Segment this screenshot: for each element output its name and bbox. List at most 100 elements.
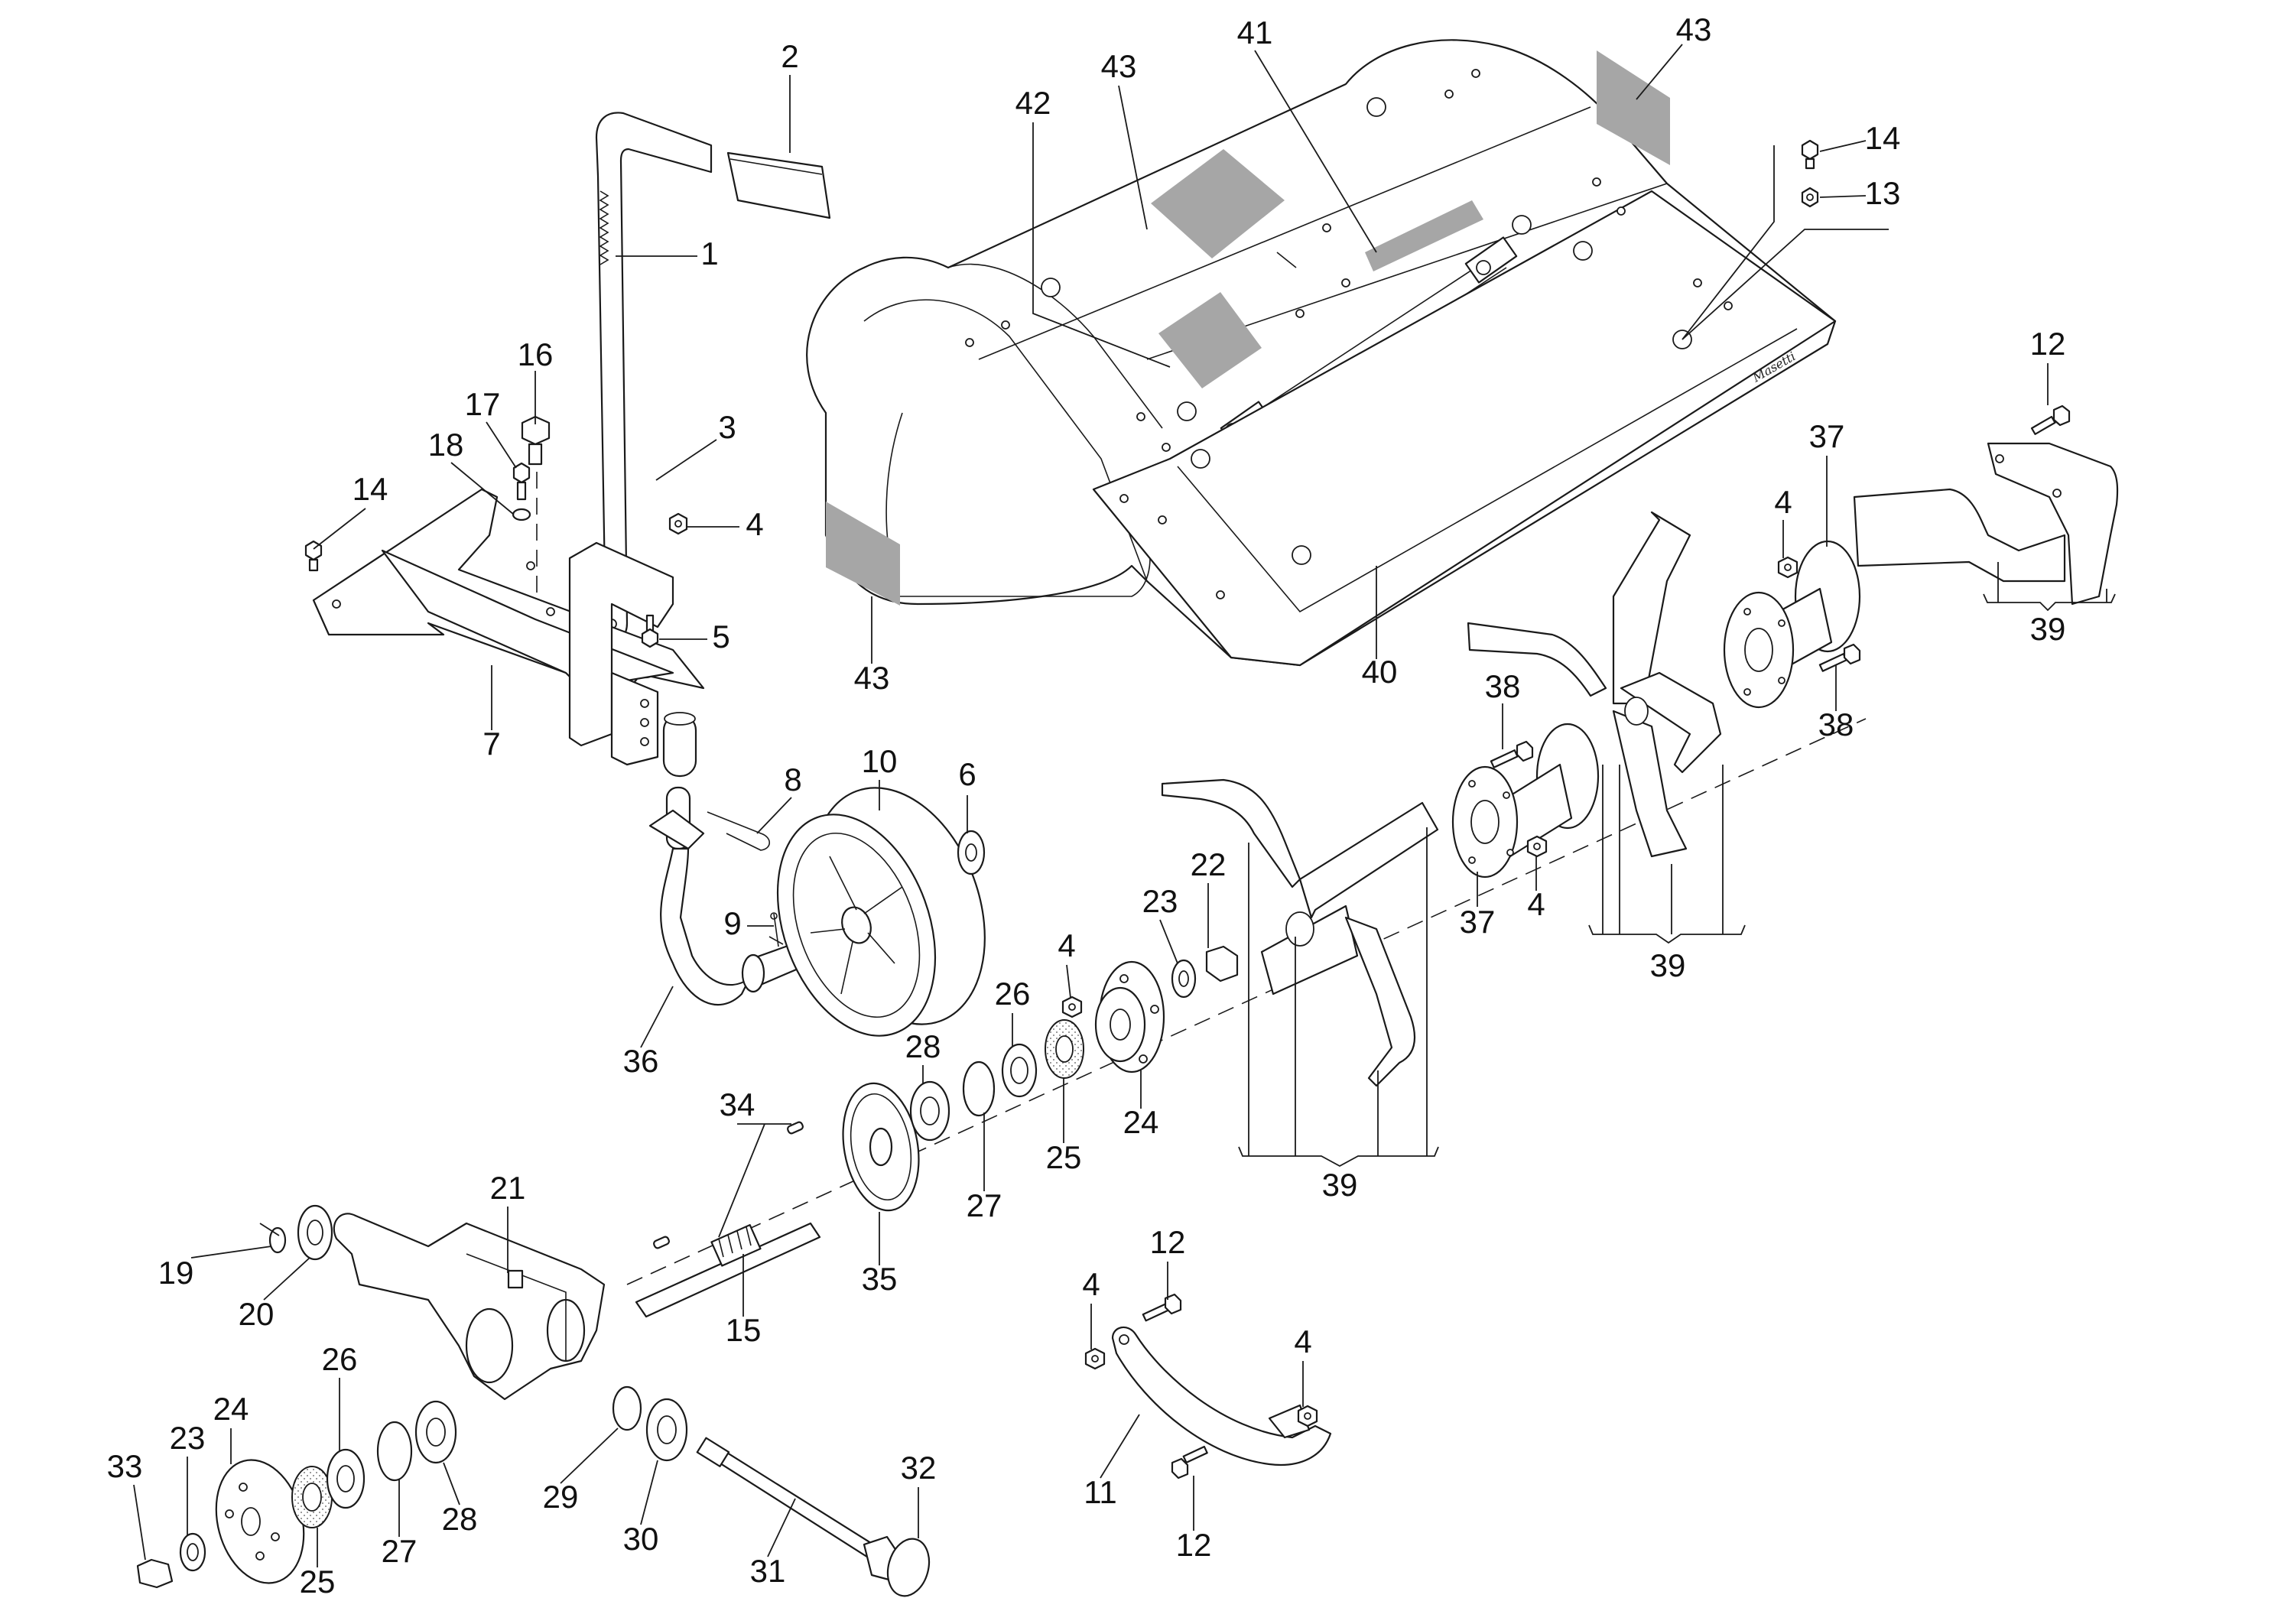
callout-1: 1 bbox=[700, 235, 718, 271]
callout-25-upper: 25 bbox=[1046, 1139, 1082, 1175]
flat-washer-23-upper-hole bbox=[1178, 970, 1189, 987]
callout-4: 4 bbox=[746, 506, 763, 542]
callout-25-lower: 25 bbox=[300, 1564, 336, 1600]
callout-14-right: 14 bbox=[1865, 120, 1901, 156]
callout-24-upper: 24 bbox=[1123, 1104, 1159, 1140]
shoulder-bolt-5 bbox=[641, 614, 659, 648]
hex-bolt-12-stake-bottom bbox=[1171, 1445, 1208, 1479]
bushing-29 bbox=[612, 1385, 642, 1431]
callout-9: 9 bbox=[723, 905, 741, 941]
callout-33: 33 bbox=[107, 1448, 143, 1484]
callout-23-upper: 23 bbox=[1142, 883, 1178, 919]
wheel-washer-6-hole bbox=[965, 843, 977, 862]
hex-bolt-12-far-right bbox=[2030, 404, 2071, 435]
flange-nut-4-stake-right bbox=[1297, 1405, 1318, 1427]
handle-grip bbox=[726, 151, 831, 219]
gearbox-housing bbox=[333, 1213, 606, 1401]
callout-4-right-tube: 4 bbox=[1774, 484, 1792, 520]
small-bolt-17 bbox=[512, 462, 531, 501]
callout-37-right: 37 bbox=[1809, 418, 1845, 454]
tine-bolt-38-right bbox=[1818, 643, 1861, 672]
decal-43-top-right bbox=[1597, 50, 1670, 165]
callout-38-right: 38 bbox=[1818, 706, 1854, 742]
callout-14-left: 14 bbox=[353, 471, 388, 507]
callout-15: 15 bbox=[726, 1312, 762, 1348]
callout-4-stake-right: 4 bbox=[1294, 1324, 1311, 1359]
rotor-axis bbox=[626, 718, 1867, 1285]
callout-17: 17 bbox=[465, 386, 501, 422]
cap-32 bbox=[886, 1538, 931, 1597]
callout-2: 2 bbox=[781, 38, 798, 74]
callout-4-stake-left: 4 bbox=[1082, 1266, 1100, 1302]
washer-18 bbox=[512, 508, 531, 521]
flange-nut-4-right-tube bbox=[1777, 556, 1798, 579]
callout-26-upper: 26 bbox=[995, 976, 1031, 1012]
callout-38-left: 38 bbox=[1485, 668, 1521, 704]
callout-27-lower: 27 bbox=[382, 1533, 418, 1569]
bevel-gear bbox=[842, 1082, 920, 1212]
callout-13: 13 bbox=[1865, 175, 1901, 211]
callout-39-far-right: 39 bbox=[2030, 611, 2066, 647]
ball-bearing-28-lower-bore bbox=[426, 1418, 446, 1447]
depth-wheel bbox=[776, 787, 986, 1037]
callout-22: 22 bbox=[1191, 846, 1227, 882]
callout-43-top: 43 bbox=[1101, 48, 1137, 84]
callout-28-lower: 28 bbox=[442, 1501, 478, 1537]
flat-washer-23-lower-hole bbox=[187, 1543, 199, 1561]
rear-flap bbox=[1092, 190, 1837, 667]
hair-pin-clip bbox=[707, 811, 771, 851]
cotter-pin bbox=[768, 912, 784, 947]
callout-16: 16 bbox=[518, 336, 554, 372]
callout-35: 35 bbox=[862, 1261, 898, 1297]
callout-18: 18 bbox=[428, 427, 464, 463]
callout-4-hub: 4 bbox=[1058, 927, 1075, 963]
callout-21: 21 bbox=[490, 1170, 526, 1206]
felt-seal-25-lower-bore bbox=[302, 1483, 322, 1512]
callout-29: 29 bbox=[543, 1479, 579, 1515]
tine-bolt-38-left bbox=[1490, 740, 1534, 768]
flange-bolt-14-right bbox=[1801, 139, 1819, 170]
callout-6: 6 bbox=[958, 756, 976, 792]
bearing-20-bore bbox=[307, 1220, 323, 1246]
vertical-bracket bbox=[568, 541, 697, 778]
decal-41 bbox=[1365, 200, 1483, 271]
callout-7: 7 bbox=[483, 726, 500, 762]
tine-bracket-39-right bbox=[1588, 765, 1746, 944]
decal-43-top bbox=[1151, 149, 1285, 258]
flange-nut-4-left-tube bbox=[1526, 835, 1548, 858]
callout-34: 34 bbox=[720, 1086, 755, 1122]
callout-11: 11 bbox=[1084, 1474, 1117, 1510]
flange-nut-4-hub bbox=[1061, 996, 1083, 1018]
bearing-30-bore bbox=[657, 1415, 677, 1444]
callout-43-top-right: 43 bbox=[1676, 11, 1712, 47]
callout-41: 41 bbox=[1237, 15, 1273, 50]
hub-flange-24-lower bbox=[215, 1459, 305, 1584]
callout-12-stake-top: 12 bbox=[1150, 1224, 1186, 1260]
flange-nut-4-bracket bbox=[668, 512, 688, 535]
callout-19: 19 bbox=[158, 1255, 194, 1291]
tine-assembly-right bbox=[1467, 511, 1722, 858]
callout-39-right: 39 bbox=[1650, 947, 1686, 983]
hex-bolt-12-stake-top bbox=[1142, 1293, 1182, 1322]
callout-5: 5 bbox=[712, 619, 729, 654]
keys-34 bbox=[653, 1121, 804, 1249]
callout-36: 36 bbox=[623, 1043, 659, 1079]
flange-bolt-14-left bbox=[304, 540, 323, 572]
callout-31: 31 bbox=[750, 1553, 786, 1589]
callout-3: 3 bbox=[718, 409, 736, 445]
callouts: 1 2 3 4 5 6 7 8 9 10 11 12 12 12 13 14 1… bbox=[107, 11, 2066, 1600]
nut-13 bbox=[1801, 187, 1819, 208]
tine-assembly-far-right bbox=[1853, 442, 2119, 606]
output-shaft-pinion bbox=[696, 1437, 904, 1583]
callout-32: 32 bbox=[901, 1450, 937, 1486]
callout-10: 10 bbox=[862, 743, 898, 779]
input-shaft bbox=[635, 1222, 821, 1318]
flange-nut-4-stake-left bbox=[1084, 1347, 1106, 1370]
tine-bracket-39-far-right bbox=[1983, 562, 2116, 612]
callout-8: 8 bbox=[784, 762, 801, 797]
drag-stake bbox=[1111, 1326, 1332, 1466]
callout-27-upper: 27 bbox=[967, 1187, 1002, 1223]
oil-seal-26-lower-bore bbox=[336, 1465, 355, 1492]
snap-ring-19 bbox=[268, 1226, 287, 1254]
